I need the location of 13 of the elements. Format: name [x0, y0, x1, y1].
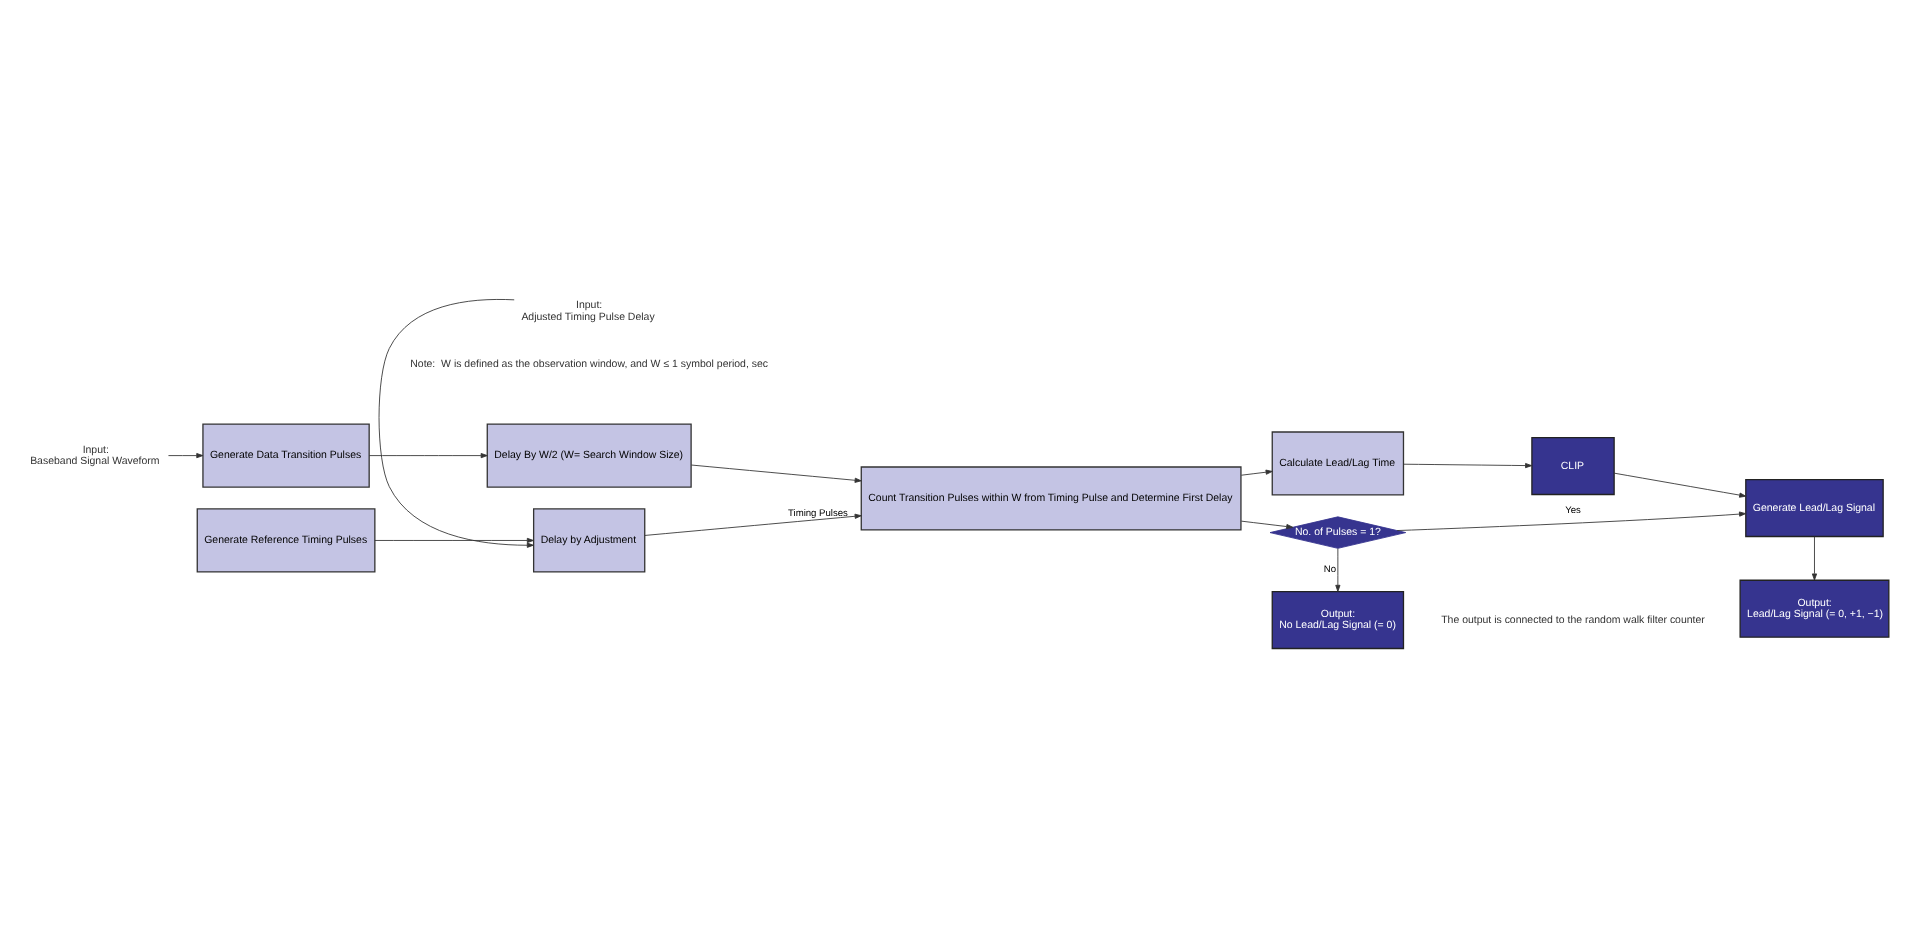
- arrow: [1240, 469, 1273, 476]
- arrow: [1335, 548, 1341, 592]
- arrow: [368, 453, 488, 459]
- arrow: [644, 513, 862, 536]
- arrow: [1811, 536, 1818, 581]
- arrow: [168, 453, 204, 459]
- arrow: [690, 464, 862, 483]
- arrow: [378, 299, 534, 548]
- arrow: [1240, 520, 1294, 530]
- arrow: [1613, 472, 1747, 498]
- arrow: [374, 537, 534, 544]
- arrow: [1403, 463, 1533, 469]
- arrow: [1396, 511, 1747, 531]
